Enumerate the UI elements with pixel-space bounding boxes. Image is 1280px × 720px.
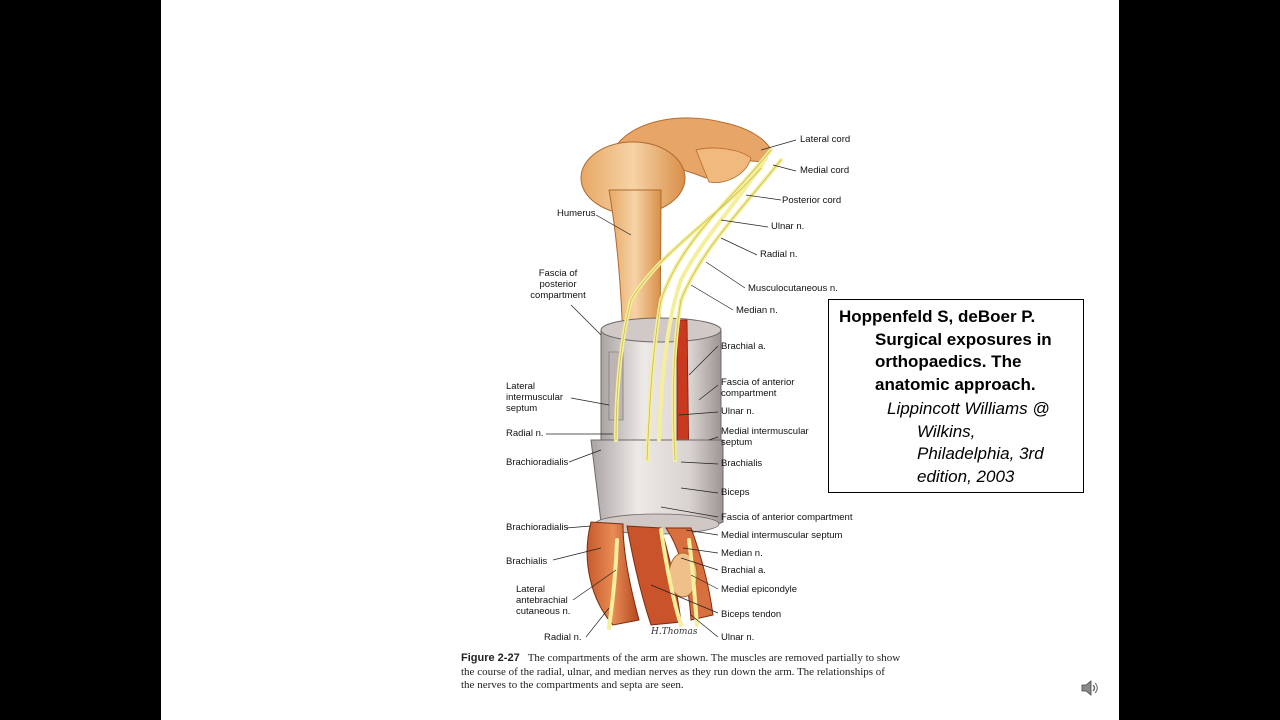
label-lateral-intermuscular: Lateral intermuscular septum [506, 381, 564, 414]
arm-anatomy-illustration: H.Thomas [546, 117, 797, 638]
artist-signature: H.Thomas [650, 627, 698, 637]
figure-caption-text: The compartments of the arm are shown. T… [461, 652, 901, 691]
label-median-n-bottom: Median n. [721, 548, 763, 559]
label-radial-n-bottom: Radial n. [544, 632, 582, 643]
label-lateral-cord: Lateral cord [800, 134, 851, 145]
label-medial-intermuscular-bottom: Medial intermuscular septum [721, 530, 843, 541]
label-biceps: Biceps [721, 487, 750, 498]
label-brachioradialis-top: Brachioradialis [506, 457, 569, 468]
label-fascia-posterior: Fascia of posterior compartment [530, 268, 586, 301]
label-musculocutaneous: Musculocutaneous n. [748, 283, 838, 294]
label-medial-intermuscular-top: Medial intermuscular septum [721, 426, 809, 448]
label-fascia-anterior-bottom: Fascia of anterior compartment [721, 512, 853, 523]
label-radial-n-mid: Radial n. [506, 428, 544, 439]
label-brachialis-bottom: Brachialis [506, 556, 548, 567]
reference-box: Hoppenfeld S, deBoer P. Surgical exposur… [828, 299, 1084, 493]
label-brachialis-top: Brachialis [721, 458, 763, 469]
label-medial-epicondyle: Medial epicondyle [721, 584, 798, 595]
figure-number: Figure 2-27 [461, 652, 520, 664]
label-humerus: Humerus [557, 208, 596, 219]
label-biceps-tendon: Biceps tendon [721, 609, 782, 620]
label-ulnar-n-bottom: Ulnar n. [721, 632, 755, 643]
label-brachial-a-top: Brachial a. [721, 341, 766, 352]
label-fascia-anterior-top: Fascia of anterior compartment [721, 377, 795, 399]
label-ulnar-n-top: Ulnar n. [771, 221, 805, 232]
label-brachial-a-bottom: Brachial a. [721, 565, 766, 576]
label-brachioradialis-bottom: Brachioradialis [506, 522, 569, 533]
reference-title: Hoppenfeld S, deBoer P. Surgical exposur… [839, 307, 1052, 394]
label-posterior-cord: Posterior cord [782, 195, 842, 206]
label-median-n-top: Median n. [736, 305, 778, 316]
label-ulnar-n-mid: Ulnar n. [721, 406, 755, 417]
label-lateral-antebrachial: Lateral antebrachial cutaneous n. [516, 584, 571, 617]
label-radial-n-top: Radial n. [760, 249, 798, 260]
slide: H.Thomas Lateral cord Medial cord Poster… [161, 0, 1119, 720]
label-medial-cord: Medial cord [800, 165, 850, 176]
speaker-icon[interactable] [1079, 677, 1101, 699]
reference-publisher: Lippincott Williams @ Wilkins, Philadelp… [887, 399, 1050, 486]
